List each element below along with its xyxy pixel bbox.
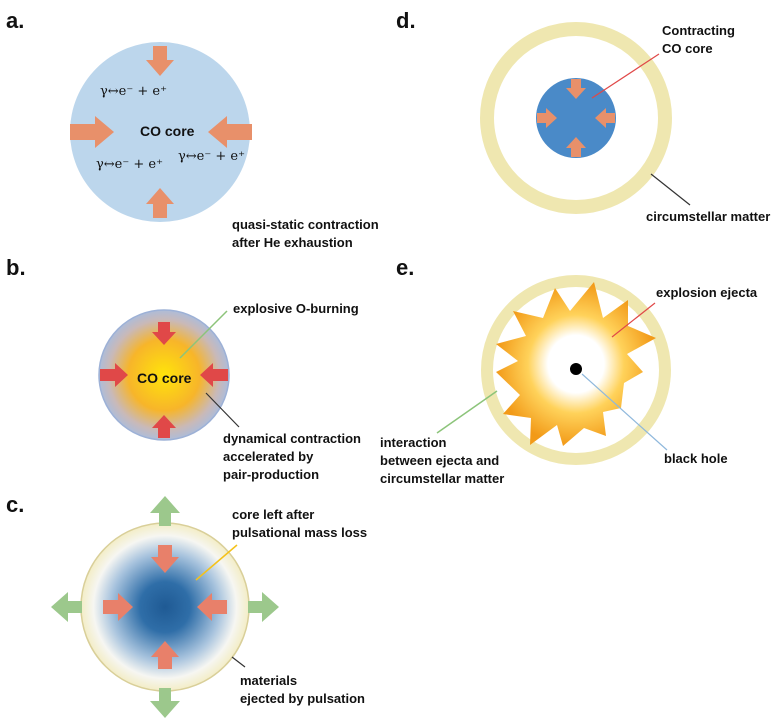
leader-ejecta: [611, 302, 656, 338]
annotation-ejected-line-1: materials: [240, 673, 298, 688]
arrow-b-right: [200, 363, 228, 387]
shell-d: [480, 22, 672, 214]
panel-label-a: a.: [6, 8, 25, 33]
leader-core-c: [195, 544, 238, 581]
arrow-c-in-top: [151, 545, 179, 573]
co-core-a: [70, 42, 250, 222]
annotation-core-c-line-2: pulsational mass loss: [232, 525, 368, 540]
arrow-c-in-left: [103, 593, 133, 621]
annotation-core-c-line-1: core left after: [232, 507, 315, 522]
leader-circumstellar-d: [650, 173, 691, 206]
arrow-a-left: [70, 116, 114, 148]
arrow-d-top: [566, 79, 586, 99]
leader-contracting-core: [591, 53, 660, 99]
arrow-c-out-left: [51, 592, 82, 622]
panel-c: [51, 496, 279, 718]
arrow-c-in-right: [197, 593, 227, 621]
arrow-b-top: [152, 322, 176, 345]
leader-ejected: [231, 656, 246, 668]
annotation-ejected-line-2: ejected by pulsation: [240, 691, 365, 706]
core-c: [81, 523, 249, 691]
annotation-interaction-line-3: circumstellar matter: [380, 471, 505, 486]
equation-a-1: γ↔e⁻ + e⁺: [100, 84, 167, 99]
core-label-a: CO core: [140, 123, 195, 139]
arrow-c-out-bottom: [150, 688, 180, 718]
arrow-d-left: [537, 108, 557, 128]
caption-b-line-3: pair-production: [223, 467, 320, 482]
arrow-c-in-bottom: [151, 641, 179, 669]
panel-a: [70, 42, 252, 222]
equation-a-3: γ↔e⁻ + e⁺: [178, 149, 245, 164]
shell-e: [481, 275, 671, 465]
arrow-d-bottom: [566, 137, 586, 157]
panel-label-c: c.: [6, 492, 25, 517]
annotation-contracting-line-2: CO core: [662, 41, 713, 56]
annotation-circumstellar-d: circumstellar matter: [646, 209, 771, 224]
leader-burning: [179, 310, 228, 359]
arrow-d-right: [595, 108, 615, 128]
caption-a-line-1: quasi-static contraction: [232, 217, 379, 232]
equation-a-2: γ↔e⁻ + e⁺: [96, 157, 163, 172]
caption-b-line-2: accelerated by: [223, 449, 314, 464]
panel-label-d: d.: [396, 8, 416, 33]
core-label-b: CO core: [137, 370, 192, 386]
annotation-ejecta: explosion ejecta: [656, 285, 758, 300]
leader-black-hole: [581, 373, 668, 451]
inward-arrows-a: [70, 46, 252, 218]
panel-e: [436, 275, 671, 465]
arrow-b-left: [100, 363, 128, 387]
annotation-interaction-line-2: between ejecta and: [380, 453, 500, 468]
arrow-b-bottom: [152, 415, 176, 438]
outward-arrows-c: [51, 496, 279, 718]
arrow-c-out-top: [150, 496, 180, 526]
inward-arrows-c: [103, 545, 227, 669]
panel-b: [98, 309, 240, 441]
inward-arrows-d: [537, 79, 615, 157]
arrow-c-out-right: [248, 592, 279, 622]
panel-label-e: e.: [396, 255, 415, 280]
inward-arrows-b: [100, 322, 228, 438]
annotation-interaction-line-1: interaction: [380, 435, 447, 450]
annotation-contracting-line-1: Contracting: [662, 23, 735, 38]
caption-b-line-1: dynamical contraction: [223, 431, 361, 446]
annotation-burning: explosive O-burning: [233, 301, 359, 316]
annotation-black-hole: black hole: [664, 451, 728, 466]
arrow-a-bottom: [146, 188, 174, 218]
panel-d: [480, 22, 691, 214]
panel-label-b: b.: [6, 255, 26, 280]
black-hole: [570, 363, 582, 375]
caption-a-line-2: after He exhaustion: [232, 235, 353, 250]
arrow-a-right: [208, 116, 252, 148]
leader-contraction: [205, 392, 240, 428]
leader-interaction: [436, 390, 498, 434]
contracting-core-d: [536, 78, 616, 158]
arrow-a-top: [146, 46, 174, 76]
